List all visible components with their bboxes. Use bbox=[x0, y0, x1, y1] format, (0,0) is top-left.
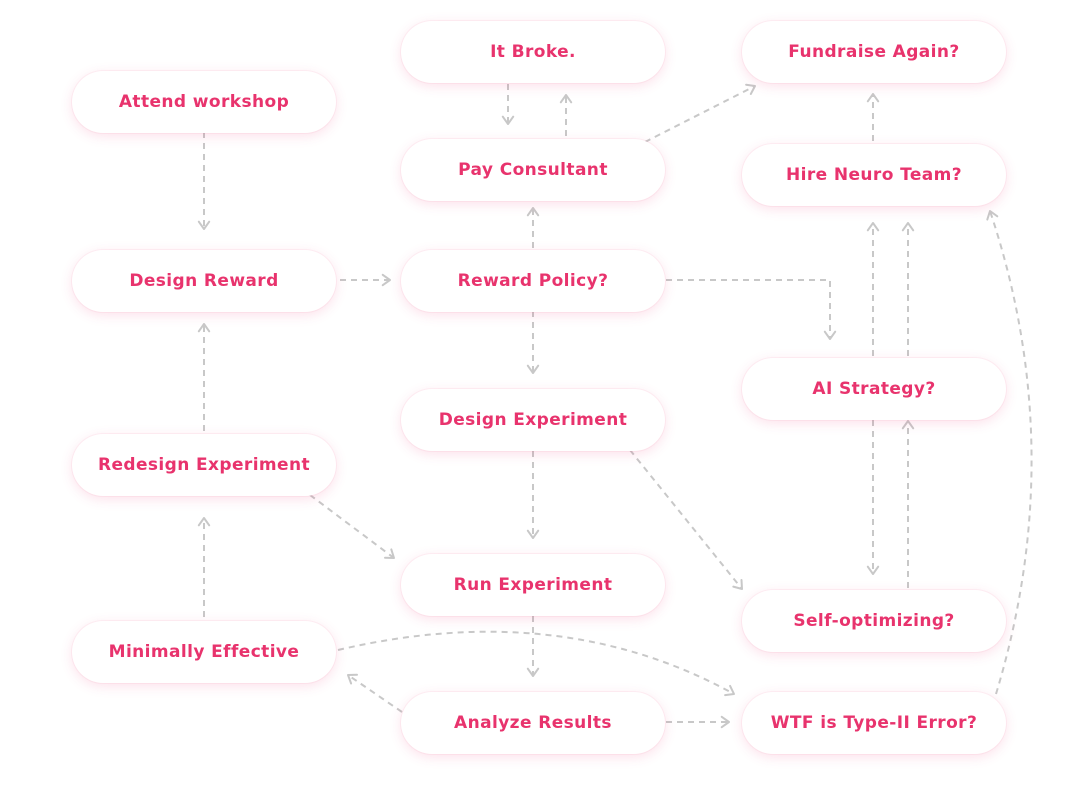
node-label: It Broke. bbox=[490, 42, 576, 62]
arrowhead-icon bbox=[986, 210, 999, 221]
edge-line bbox=[666, 279, 831, 339]
edge-layer bbox=[197, 83, 1033, 729]
arrowhead-icon bbox=[901, 222, 915, 232]
node-label: WTF is Type-II Error? bbox=[770, 713, 978, 733]
arrowhead-icon bbox=[526, 667, 540, 677]
arrowhead-icon bbox=[197, 517, 211, 527]
arrowhead-icon bbox=[381, 273, 391, 287]
node-label: Design Reward bbox=[129, 271, 279, 291]
arrowhead-icon bbox=[745, 83, 756, 95]
node-analyze-results: Analyze Results bbox=[401, 692, 665, 754]
node-type-ii-error: WTF is Type-II Error? bbox=[742, 692, 1006, 754]
arrowhead-icon bbox=[823, 330, 837, 340]
arrowhead-icon bbox=[720, 715, 730, 729]
edge-analyze-results-to-type-ii-error bbox=[666, 715, 730, 729]
node-label: Minimally Effective bbox=[108, 642, 300, 662]
node-it-broke: It Broke. bbox=[401, 21, 665, 83]
edge-design-reward-to-reward-policy bbox=[340, 273, 391, 287]
node-fundraise-again: Fundraise Again? bbox=[742, 21, 1006, 83]
arrowhead-icon bbox=[901, 420, 915, 430]
node-reward-policy: Reward Policy? bbox=[401, 250, 665, 312]
arrowhead-icon bbox=[526, 529, 540, 539]
arrowhead-icon bbox=[197, 220, 211, 230]
node-label: Redesign Experiment bbox=[97, 455, 310, 475]
node-label: Hire Neuro Team? bbox=[785, 165, 963, 185]
node-label: Self-optimizing? bbox=[793, 611, 955, 631]
edge-reward-policy-to-design-experiment bbox=[526, 311, 540, 374]
edge-line bbox=[644, 85, 756, 143]
edge-self-optimizing-to-ai-strategy bbox=[901, 420, 915, 588]
edge-ai-strategy-to-self-optimizing bbox=[866, 420, 880, 575]
edge-reward-policy-to-ai-strategy bbox=[666, 279, 837, 340]
edge-analyze-results-to-minimally-effective bbox=[347, 673, 403, 713]
node-pay-consultant: Pay Consultant bbox=[401, 139, 665, 201]
arrowhead-icon bbox=[384, 548, 395, 559]
node-run-experiment: Run Experiment bbox=[401, 554, 665, 616]
edge-redesign-experiment-to-run-experiment bbox=[309, 494, 395, 559]
arrowhead-icon bbox=[501, 115, 515, 125]
edge-line bbox=[347, 674, 403, 713]
arrowhead-icon bbox=[559, 94, 573, 104]
edge-it-broke-to-pay-consultant bbox=[501, 84, 515, 125]
edge-run-experiment-to-analyze-results bbox=[526, 616, 540, 677]
node-label: Attend workshop bbox=[118, 92, 290, 112]
node-label: Design Experiment bbox=[438, 410, 628, 430]
node-design-reward: Design Reward bbox=[72, 250, 336, 312]
edge-self-optimizing-to-hire-neuro-team bbox=[901, 222, 915, 356]
arrowhead-icon bbox=[347, 673, 358, 685]
edge-type-ii-error-to-hire-neuro-team bbox=[986, 210, 1033, 695]
edge-reward-policy-to-pay-consultant bbox=[526, 207, 540, 248]
arrowhead-icon bbox=[197, 323, 211, 333]
edge-attend-workshop-to-design-reward bbox=[197, 132, 211, 230]
edge-redesign-experiment-to-design-reward bbox=[197, 323, 211, 431]
node-label: Fundraise Again? bbox=[788, 42, 960, 62]
node-redesign-experiment: Redesign Experiment bbox=[72, 434, 336, 496]
edge-pay-consultant-to-it-broke bbox=[559, 94, 573, 136]
arrowhead-icon bbox=[732, 579, 743, 590]
node-label: Analyze Results bbox=[454, 713, 612, 733]
node-label: AI Strategy? bbox=[812, 379, 936, 399]
edge-line bbox=[629, 449, 743, 590]
edge-ai-strategy-to-hire-neuro-team bbox=[866, 222, 880, 356]
edge-hire-neuro-team-to-fundraise-again bbox=[866, 93, 880, 141]
node-design-experiment: Design Experiment bbox=[401, 389, 665, 451]
node-self-optimizing: Self-optimizing? bbox=[742, 590, 1006, 652]
edge-design-experiment-to-run-experiment bbox=[526, 451, 540, 539]
node-hire-neuro-team: Hire Neuro Team? bbox=[742, 144, 1006, 206]
edge-minimally-effective-to-redesign-experiment bbox=[197, 517, 211, 617]
edge-design-experiment-to-self-optimizing bbox=[629, 449, 743, 590]
node-ai-strategy: AI Strategy? bbox=[742, 358, 1006, 420]
edge-pay-consultant-to-fundraise-again bbox=[644, 83, 756, 143]
arrowhead-icon bbox=[866, 565, 880, 575]
edge-minimally-effective-to-type-ii-error bbox=[337, 630, 735, 697]
node-label: Pay Consultant bbox=[458, 160, 608, 180]
arrowhead-icon bbox=[866, 222, 880, 232]
arrowhead-icon bbox=[866, 93, 880, 103]
edge-line bbox=[309, 494, 395, 559]
edge-line bbox=[337, 630, 735, 695]
arrowhead-icon bbox=[724, 684, 735, 697]
arrowhead-icon bbox=[526, 364, 540, 374]
edge-line bbox=[989, 210, 1033, 695]
node-attend-workshop: Attend workshop bbox=[72, 71, 336, 133]
node-label: Run Experiment bbox=[453, 575, 613, 595]
node-label: Reward Policy? bbox=[457, 271, 609, 291]
arrowhead-icon bbox=[526, 207, 540, 217]
node-minimally-effective: Minimally Effective bbox=[72, 621, 336, 683]
